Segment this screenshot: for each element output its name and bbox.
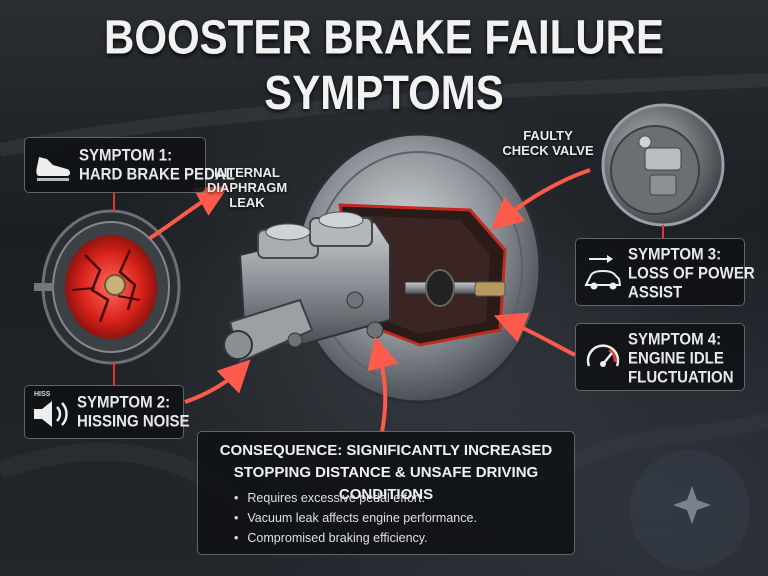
diaphragm-label-line: INTERNAL: [214, 165, 280, 180]
symptom-4-text: ENGINE IDLE: [628, 349, 724, 368]
car-arrow-icon: [584, 255, 622, 290]
consequence-line-1: CONSEQUENCE: SIGNIFICANTLY INCREASED: [219, 442, 553, 459]
shoe-pedal-icon: [36, 157, 70, 181]
consequence-bullet: Requires excessive pedal effort.: [234, 488, 477, 508]
check-valve-label-line: CHECK VALVE: [502, 143, 594, 158]
gauge-icon: [586, 344, 620, 367]
consequence-bullet: Compromised braking efficiency.: [234, 528, 477, 548]
label-faulty-check-valve: FAULTY CHECK VALVE: [498, 128, 598, 158]
page-title: BOOSTER BRAKE FAILURE SYMPTOMS: [103, 10, 665, 120]
symptom-2-title: SYMPTOM 2:: [77, 393, 171, 412]
consequence-bullet: Vacuum leak affects engine performance.: [234, 508, 477, 528]
check-valve-label-line: FAULTY: [523, 128, 573, 143]
symptom-4-card: SYMPTOM 4: ENGINE IDLE FLUCTUATION: [575, 323, 745, 391]
diaphragm-label-line: LEAK: [229, 195, 265, 210]
speaker-icon: [34, 401, 68, 427]
consequence-panel: CONSEQUENCE: SIGNIFICANTLY INCREASED STO…: [197, 431, 575, 555]
label-internal-diaphragm-leak: INTERNAL DIAPHRAGM LEAK: [207, 165, 287, 210]
sparkle-icon: [673, 486, 711, 524]
consequence-bullets: Requires excessive pedal effort. Vacuum …: [234, 488, 477, 548]
symptom-4-text-cont: FLUCTUATION: [628, 368, 734, 387]
symptom-2-card: HISS SYMPTOM 2: HISSING NOISE: [24, 385, 190, 439]
symptom-3-title: SYMPTOM 3:: [628, 245, 722, 264]
symptom-1-title: SYMPTOM 1:: [79, 146, 173, 165]
symptom-3-card: SYMPTOM 3: LOSS OF POWER ASSIST: [575, 238, 755, 306]
symptom-3-text-cont: ASSIST: [628, 283, 683, 302]
speaker-icon-caption: HISS: [34, 391, 51, 398]
symptom-1-text: HARD BRAKE PEDAL: [79, 165, 235, 184]
symptom-4-title: SYMPTOM 4:: [628, 330, 722, 349]
symptom-3-text: LOSS OF POWER: [628, 264, 755, 283]
diaphragm-label-line: DIAPHRAGM: [207, 180, 288, 195]
symptom-2-text: HISSING NOISE: [77, 412, 190, 431]
symptom-1-card: SYMPTOM 1: HARD BRAKE PEDAL: [24, 137, 235, 193]
